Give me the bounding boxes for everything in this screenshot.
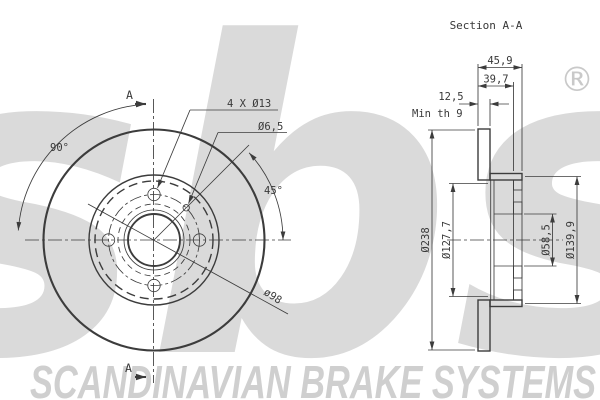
note-min-thickness: Min th 9 [412, 108, 463, 120]
angle-90-label: 90° [50, 142, 69, 154]
dim-center-bore: Ø58,5 [541, 224, 553, 256]
bolt-hole-left [101, 233, 116, 247]
angle-90-arc [16, 102, 145, 231]
hat-circle [88, 174, 220, 306]
registered-trademark-icon: ® [560, 60, 594, 100]
banner-text: SCANDINAVIAN BRAKE SYSTEMS [30, 356, 596, 400]
section-marker-top-label: A [126, 88, 133, 102]
dim-hat-depth: 39,7 [483, 74, 508, 86]
dim-hat-diameter: Ø139,9 [565, 221, 577, 259]
dim-disc-thickness: 12,5 [438, 91, 463, 103]
angle-45-radial-line [153, 144, 250, 241]
bore-chamfer-circle [123, 209, 185, 271]
dim-total-width: 45,9 [487, 55, 512, 67]
dim-outer-diameter: Ø238 [420, 227, 432, 252]
angle-45-label: 45° [264, 185, 283, 197]
center-bore-circle [127, 213, 181, 267]
locating-pin-hole [182, 204, 190, 212]
disc-outer-circle [42, 128, 266, 352]
hat-wall-top-section [489, 172, 523, 181]
bolt-circle [108, 194, 200, 286]
section-marker-bottom-label: A [125, 361, 132, 375]
bolt-hole-top [147, 187, 161, 202]
bolt-hole-right [192, 233, 207, 247]
bolt-circle-leader [87, 203, 289, 315]
angle-45-arc [248, 152, 286, 241]
friction-ring-top-section [477, 128, 491, 181]
front-view: 90° 45° ø98 4 X Ø13 Ø6,5 A A [16, 88, 291, 383]
section-title: Section A-A [450, 19, 523, 32]
pin-hole-callout-label: Ø6,5 [258, 121, 283, 133]
friction-ring-bottom-section [477, 299, 491, 352]
pin-hole-callout-leader [188, 132, 219, 204]
bolt-hole-callout-leader [157, 109, 191, 189]
dim-friction-inner-diameter: Ø127,7 [441, 221, 453, 259]
section-view: Section A-A [412, 19, 581, 352]
friction-inner-dashed-circle [94, 180, 214, 300]
hat-wall-bottom-section [489, 299, 523, 308]
bolt-hole-bottom [147, 278, 161, 293]
hidden-circle [117, 203, 191, 277]
bolt-hole-callout-label: 4 X Ø13 [227, 98, 271, 110]
